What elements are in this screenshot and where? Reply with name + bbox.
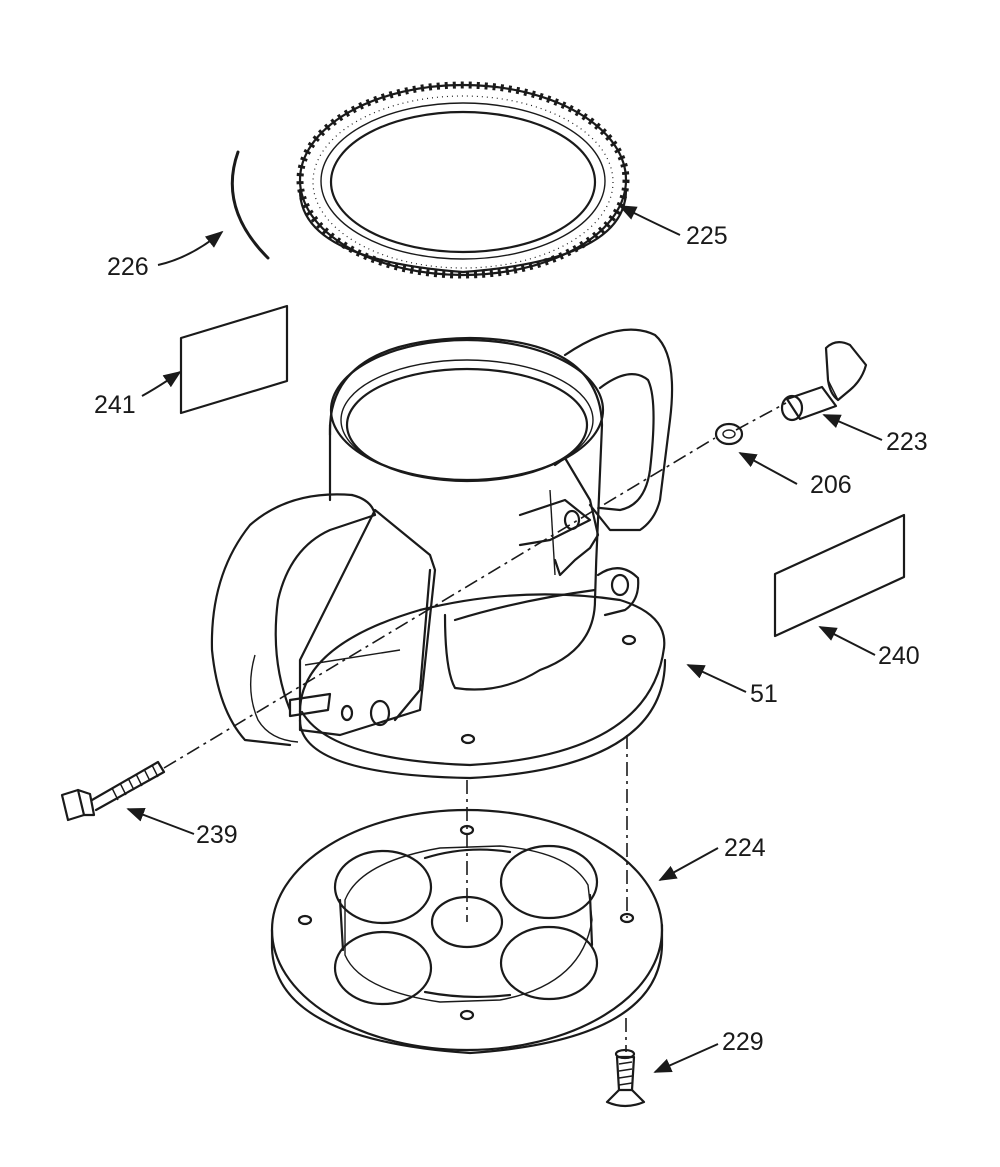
screw-229 [605,1048,646,1108]
label-226: 226 [107,253,149,281]
bolt-239 [60,760,166,822]
label-239: 239 [196,821,238,849]
label-51: 51 [750,680,778,708]
label-plate-241 [179,304,289,415]
label-240: 240 [878,642,920,670]
router-base-51 [210,328,674,780]
label-241: 241 [94,391,136,419]
assembly-axis-lines [163,402,787,1052]
label-225: 225 [686,222,728,250]
clamp-knob-223 [780,341,868,422]
label-223: 223 [886,428,928,456]
washer-206 [714,422,744,446]
label-224: 224 [724,834,766,862]
label-206: 206 [810,471,852,499]
label-plate-240 [773,513,906,638]
label-229: 229 [722,1028,764,1056]
leader-lines [126,205,883,1073]
depth-ring-225 [296,81,630,279]
scale-strip-226 [230,150,270,260]
